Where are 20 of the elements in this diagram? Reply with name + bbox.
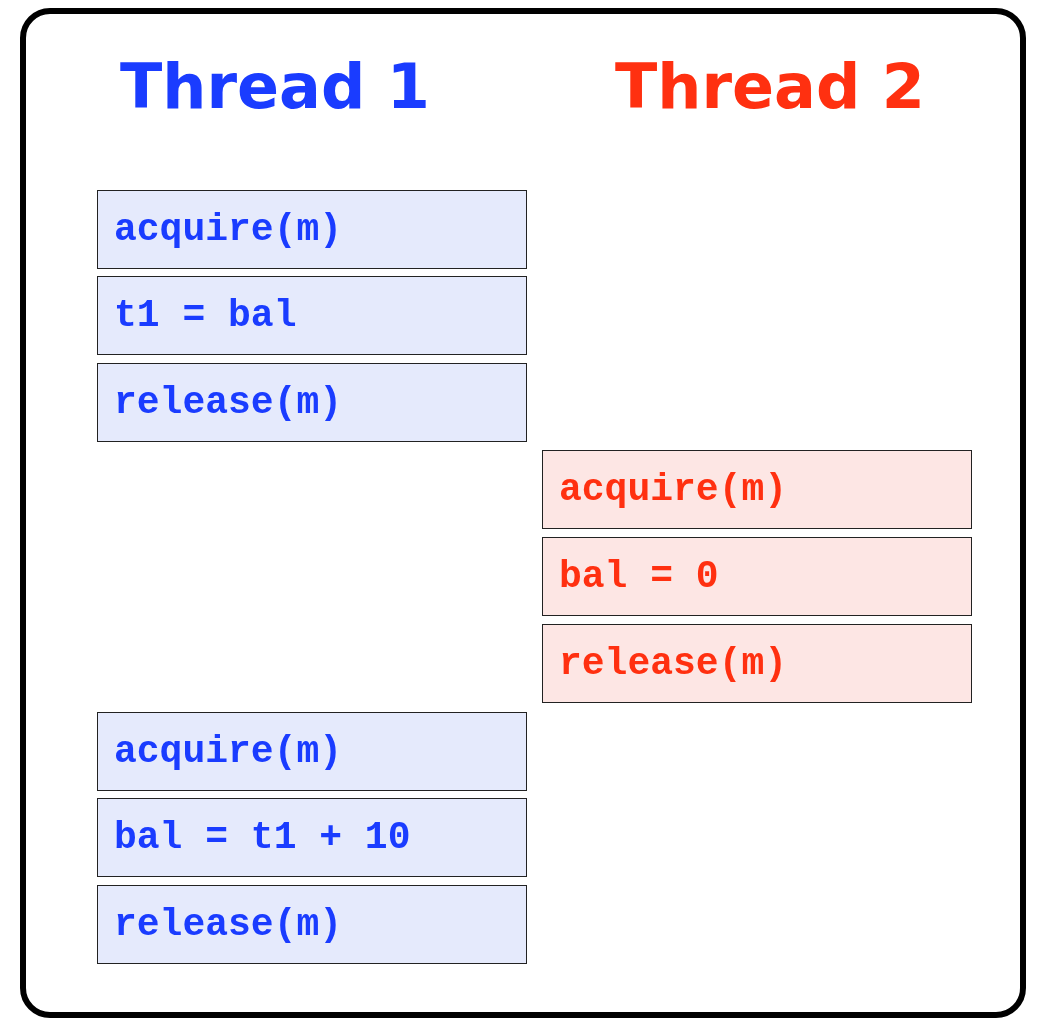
code-text: release(m) [559, 642, 788, 685]
code-text: bal = t1 + 10 [114, 816, 411, 859]
code-text: acquire(m) [559, 468, 788, 511]
code-step-box [97, 276, 527, 355]
code-step-box [97, 712, 527, 791]
code-step-box [97, 363, 527, 442]
code-step-box [97, 190, 527, 269]
code-text: acquire(m) [114, 208, 343, 251]
code-text: release(m) [114, 381, 343, 424]
code-step-box [542, 450, 972, 529]
column-heading: Thread 1 [120, 50, 430, 123]
code-text: t1 = bal [114, 294, 297, 337]
code-step-box [97, 885, 527, 964]
code-text: acquire(m) [114, 730, 343, 773]
code-step-box [542, 537, 972, 616]
code-text: release(m) [114, 903, 343, 946]
code-text: bal = 0 [559, 555, 719, 598]
column-heading: Thread 2 [615, 50, 925, 123]
code-step-box [97, 798, 527, 877]
code-step-box [542, 624, 972, 703]
